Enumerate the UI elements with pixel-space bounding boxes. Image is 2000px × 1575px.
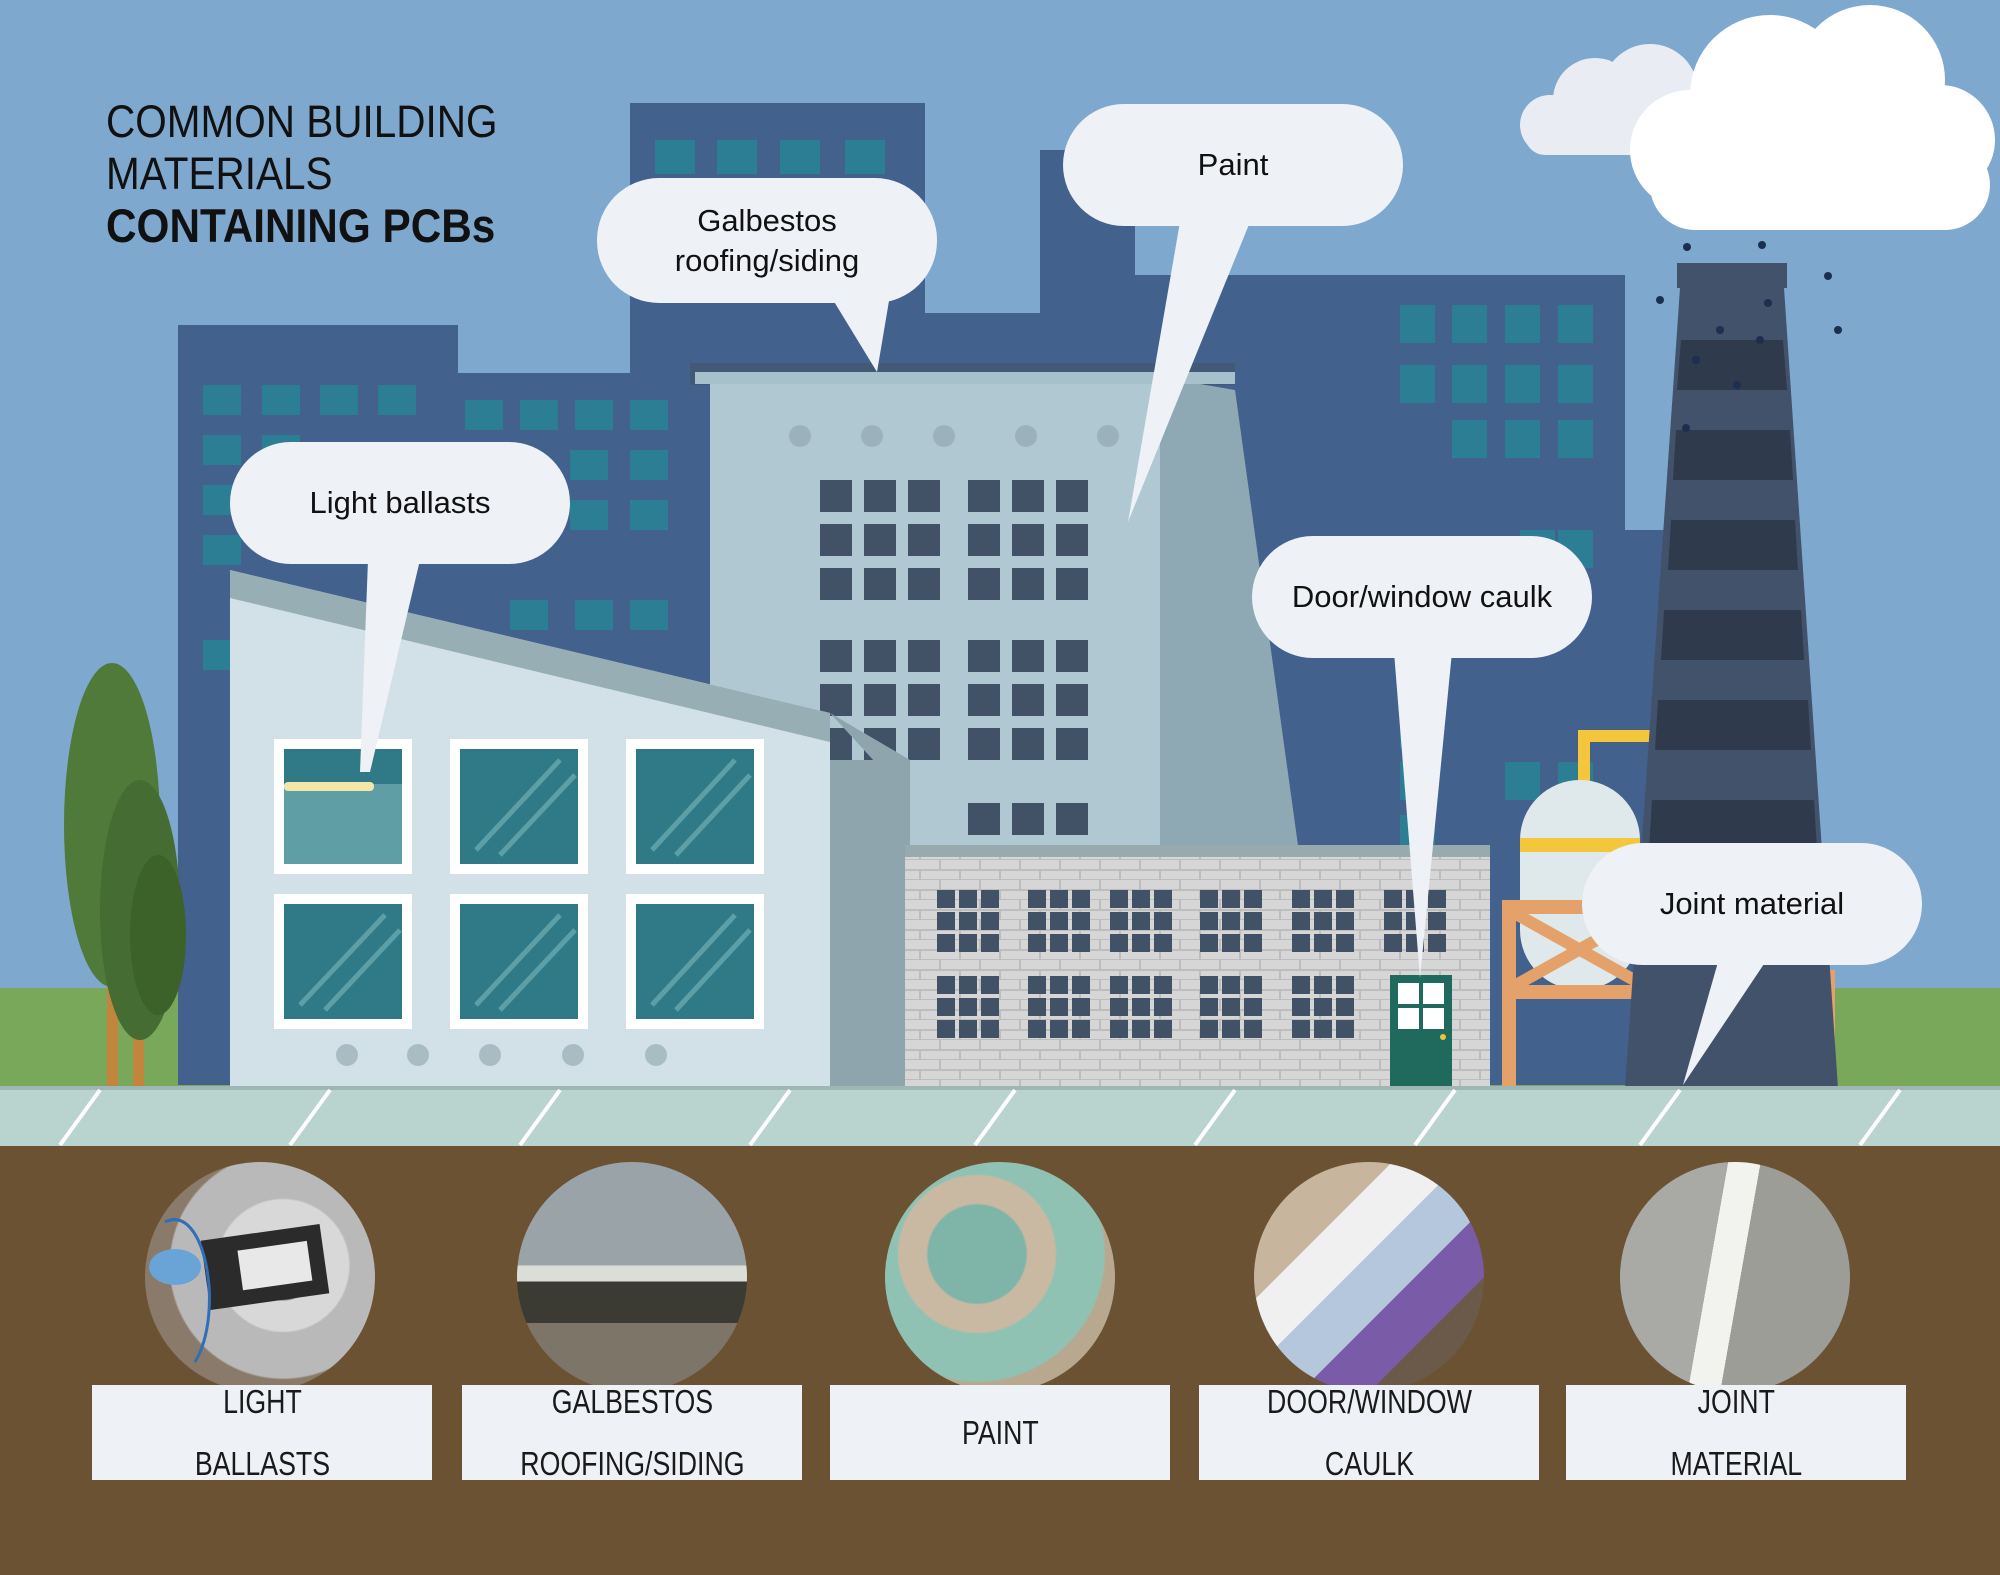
callout-galbestos-line2: roofing/siding xyxy=(674,242,860,278)
title-line-2: MATERIALS xyxy=(106,148,333,199)
callout-joint-material: Joint material xyxy=(1659,886,1845,921)
label-galbestos: GALBESTOS ROOFING/SIDING xyxy=(462,1385,802,1480)
joint-material-photo xyxy=(1620,1162,1850,1392)
speech-bubbles xyxy=(230,104,1922,1085)
ballast-image xyxy=(149,1218,330,1363)
title-line-3: CONTAINING PCBs xyxy=(106,199,496,252)
label-light-ballasts: LIGHT BALLASTS xyxy=(92,1385,432,1480)
label-line2: ROOFING/SIDING xyxy=(519,1445,745,1482)
callout-door-window-caulk: Door/window caulk xyxy=(1291,579,1553,614)
callout-paint: Paint xyxy=(1197,147,1269,182)
cloud-icon xyxy=(1520,5,1995,230)
light-ballasts-photo xyxy=(145,1162,375,1392)
paint-photo xyxy=(885,1162,1115,1392)
callout-galbestos-line1: Galbestos xyxy=(697,202,837,238)
raindrops xyxy=(1656,241,1842,432)
callout-galbestos: Galbestos roofing/siding xyxy=(597,178,937,303)
label-door-window-caulk: DOOR/WINDOW CAULK xyxy=(1199,1385,1539,1480)
label-line1: DOOR/WINDOW xyxy=(1266,1383,1472,1420)
tree-icon xyxy=(64,663,186,1090)
label-line1: PAINT xyxy=(961,1414,1039,1451)
brick-building xyxy=(905,845,1490,1089)
label-line2: CAULK xyxy=(1324,1445,1414,1482)
door-window-caulk-photo xyxy=(1254,1162,1484,1392)
title-line-1: COMMON BUILDING xyxy=(106,96,498,147)
callout-light-ballasts: Light ballasts xyxy=(309,485,491,520)
light-ballast-fixture xyxy=(284,782,374,791)
label-paint: PAINT xyxy=(830,1385,1170,1480)
page-title: COMMON BUILDING MATERIALS CONTAINING PCB… xyxy=(106,96,541,252)
label-line2: MATERIAL xyxy=(1670,1445,1802,1482)
label-line1: JOINT xyxy=(1697,1383,1775,1420)
label-joint-material: JOINT MATERIAL xyxy=(1566,1385,1906,1480)
galbestos-photo xyxy=(517,1162,747,1392)
sidewalk xyxy=(0,1088,2000,1146)
label-line1: LIGHT xyxy=(222,1383,302,1420)
label-line1: GALBESTOS xyxy=(551,1383,713,1420)
label-line2: BALLASTS xyxy=(194,1445,330,1482)
